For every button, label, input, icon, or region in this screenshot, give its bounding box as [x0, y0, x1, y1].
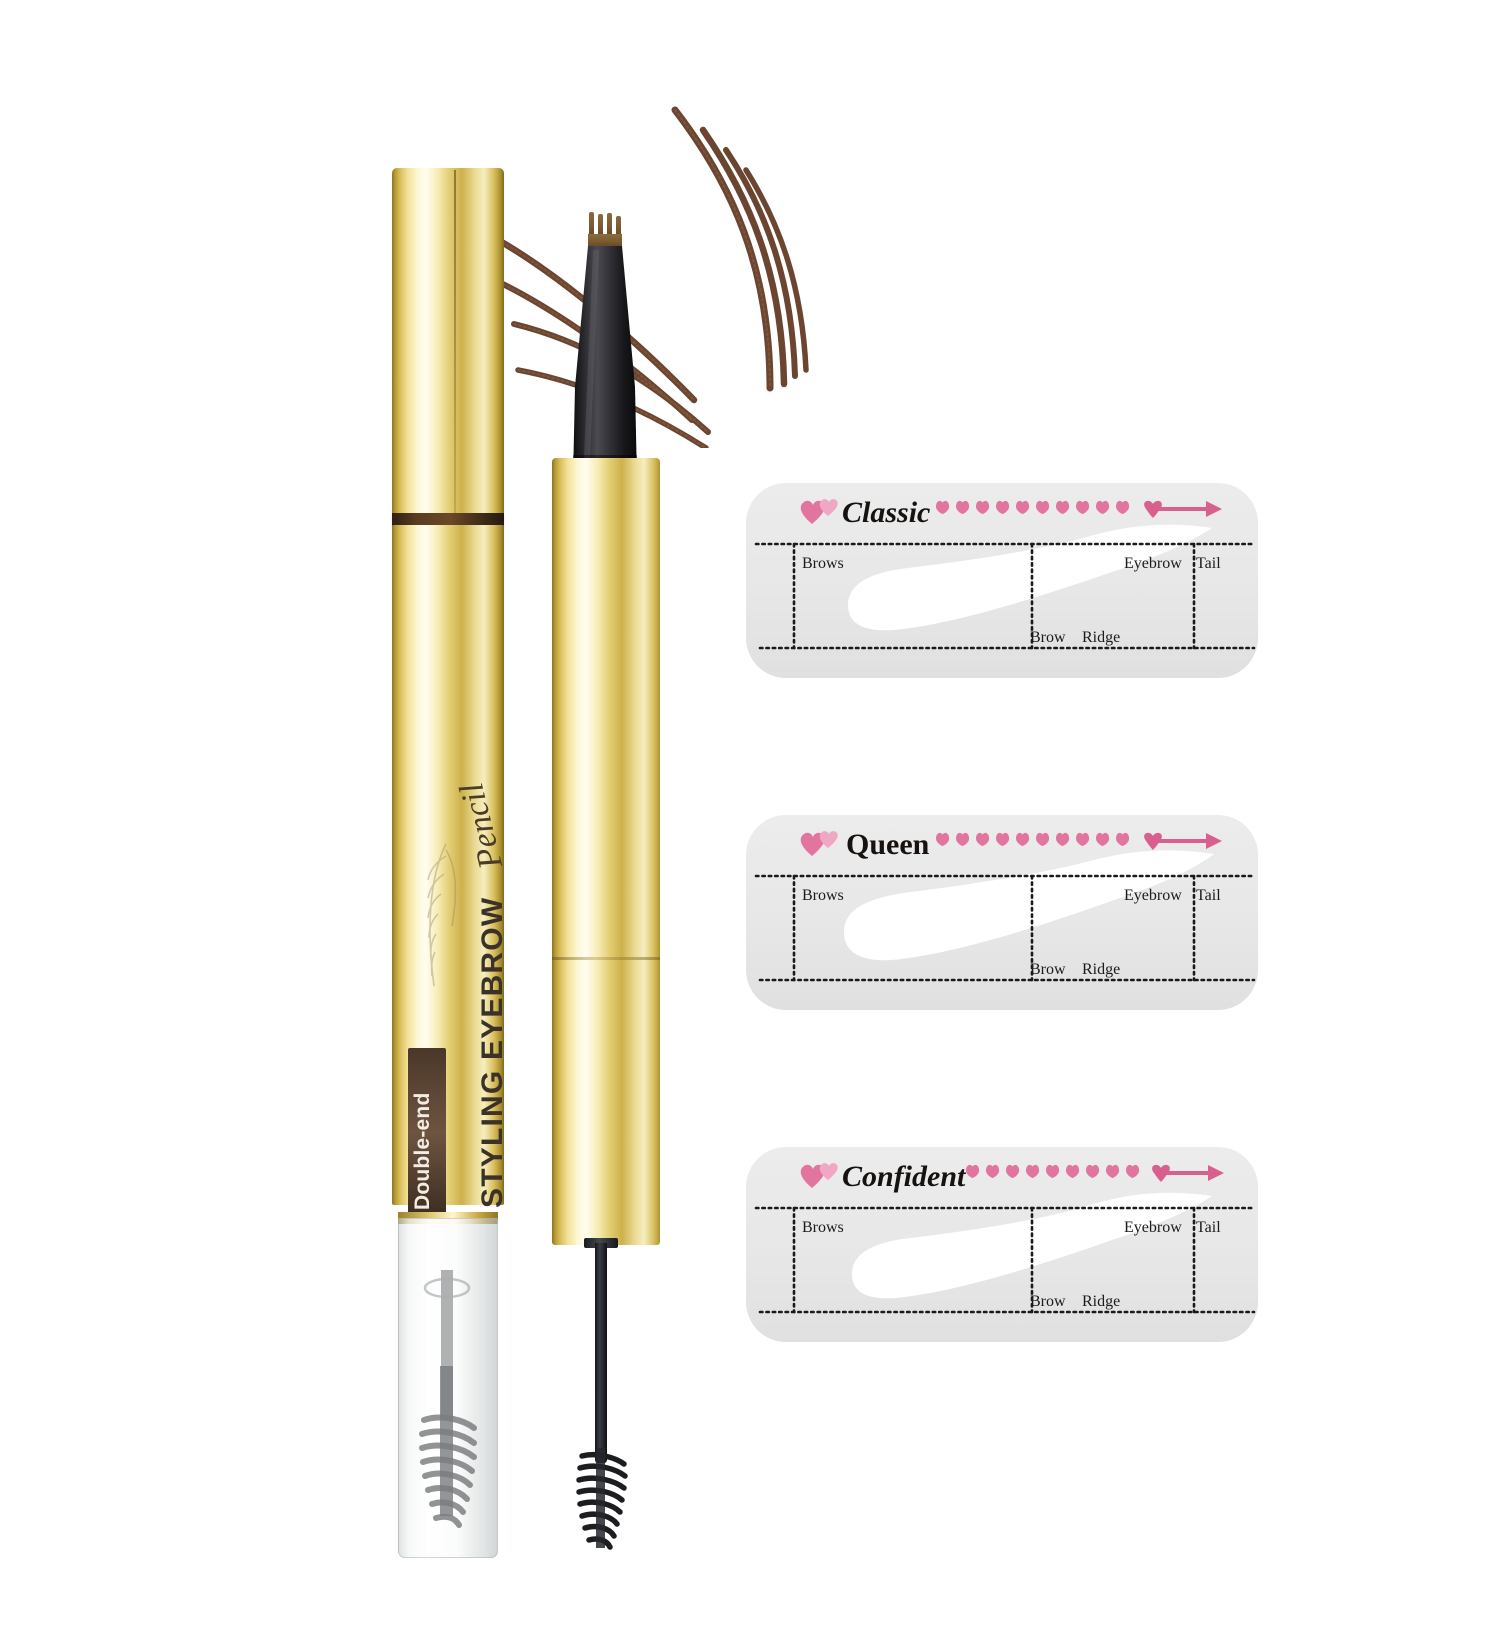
double-end-label: Double-end	[411, 1092, 434, 1211]
brow-stroke-fan	[470, 106, 809, 448]
label-brows: Brows	[802, 887, 844, 904]
stencil-title: Confident	[842, 1160, 966, 1193]
brand-main-text: STYLING EYEBROW	[476, 896, 509, 1208]
heart-pair-icon	[800, 831, 838, 856]
label-tail: Tail	[1196, 555, 1221, 572]
label-ridge: Ridge	[1082, 961, 1121, 978]
label-tail: Tail	[1196, 1219, 1221, 1236]
spoolie-brush-inside-cap-icon	[419, 1270, 477, 1528]
label-eyebrow: Eyebrow	[1124, 887, 1182, 904]
stencil-shape	[746, 1147, 1258, 1342]
stencil-title: Queen	[846, 828, 930, 861]
label-brow: Brow	[1030, 629, 1066, 646]
label-brow: Brow	[1030, 1293, 1066, 1310]
label-eyebrow: Eyebrow	[1124, 1219, 1182, 1236]
stencil-title: Classic	[842, 496, 931, 529]
open-pen-lower-barrel	[552, 960, 660, 1245]
label-brows: Brows	[802, 1219, 844, 1236]
label-ridge: Ridge	[1082, 629, 1121, 646]
spoolie-brush-icon	[576, 1448, 628, 1550]
heart-pair-icon	[800, 499, 838, 524]
label-ridge: Ridge	[1082, 1293, 1121, 1310]
stencil-confident[interactable]: Confident Brows Eyebro	[742, 1142, 1262, 1347]
open-pen-barrel-joint	[552, 957, 660, 961]
stencil-shape	[746, 483, 1258, 678]
capped-pen-cap	[392, 168, 504, 520]
micro-fork-pen-tip-icon	[573, 212, 637, 480]
cap-seam-line	[454, 170, 456, 518]
spoolie-wand	[595, 1243, 607, 1463]
heart-trail-arrow-icon	[936, 832, 1222, 850]
label-brow: Brow	[1030, 961, 1066, 978]
label-eyebrow: Eyebrow	[1124, 555, 1182, 572]
heart-trail-arrow-icon	[936, 500, 1222, 518]
stencil-shape	[746, 815, 1258, 1010]
feather-icon	[427, 843, 457, 987]
heart-pair-icon	[800, 1163, 838, 1188]
label-tail: Tail	[1196, 887, 1221, 904]
stencil-queen[interactable]: Queen Brows E	[742, 810, 1262, 1015]
capped-pencil-assembly: Double-end STYLING EYEBROW Pencil	[392, 168, 510, 1228]
label-brows: Brows	[802, 555, 844, 572]
stencil-classic[interactable]: Classic Br	[742, 478, 1262, 683]
heart-trail-arrow-icon	[966, 1164, 1224, 1182]
double-end-badge	[408, 1048, 446, 1218]
open-pen-upper-barrel	[552, 458, 660, 963]
cap-dark-band	[392, 513, 504, 526]
